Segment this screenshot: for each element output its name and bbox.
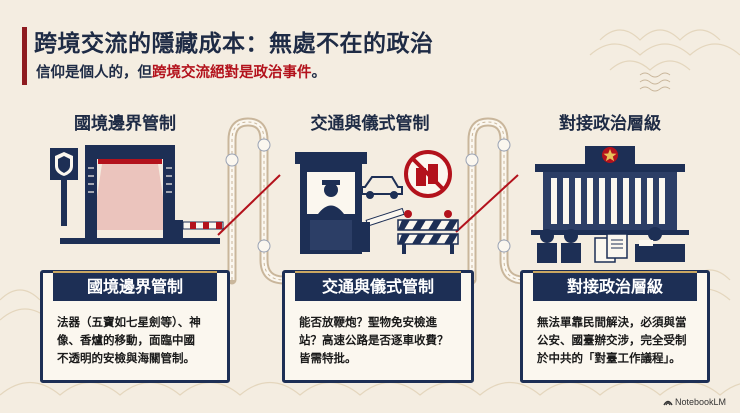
notebooklm-logo-icon (663, 400, 673, 406)
card-body-line: 皆需特批。 (299, 351, 357, 365)
card-body-line: 能否放鞭炮？聖物免安檢進 (299, 315, 437, 329)
page-title: 跨境交流的隱藏成本：無處不在的政治 (34, 30, 434, 57)
subtitle-highlight: 跨境交流絕對是政治事件 (152, 65, 312, 81)
officials-icon (537, 229, 581, 263)
card-title-transport: 交通與儀式管制 (295, 271, 461, 301)
card-body-line: 無法單靠民間解決，必須與當 (537, 315, 687, 329)
desk-official-icon (635, 227, 685, 262)
government-building-icon (531, 146, 689, 235)
card-border-control: 國境邊界管制 法器（五寶如七星劍等）、神 像、香爐的移動，面臨中國 不透明的安檢… (40, 270, 230, 383)
border-control-illustration (50, 145, 224, 244)
card-transport: 交通與儀式管制 能否放鞭炮？聖物免安檢進 站？高速公路是否逐車收費？ 皆需特批。 (282, 270, 474, 383)
transport-illustration (295, 150, 459, 254)
page-subtitle: 信仰是個人的，但跨境交流絕對是政治事件。 (36, 61, 326, 82)
card-title-border: 國境邊界管制 (53, 271, 217, 301)
security-shield-icon (50, 148, 78, 226)
brand-name: NotebookLM (674, 397, 726, 407)
card-body-transport: 能否放鞭炮？聖物免安檢進 站？高速公路是否逐車收費？ 皆需特批。 (299, 313, 461, 367)
road-barricade-icon (397, 210, 459, 254)
car-icon (361, 176, 403, 199)
column-heading-political: 對接政治層級 (559, 114, 661, 134)
card-body-border: 法器（五寶如七星劍等）、神 像、香爐的移動，面臨中國 不透明的安檢與海關管制。 (57, 313, 217, 367)
card-body-line: 於中共的「對臺工作議程」。 (537, 351, 681, 365)
government-illustration (531, 146, 689, 263)
no-firecracker-icon (404, 150, 452, 198)
documents-icon (594, 233, 628, 263)
card-body-line: 不透明的安檢與海關管制。 (57, 351, 195, 365)
column-heading-border: 國境邊界管制 (74, 114, 176, 134)
gate-barrier-icon (175, 220, 224, 240)
card-body-line: 像、香爐的移動，面臨中國 (57, 333, 195, 347)
title-accent-bar (22, 27, 27, 85)
subtitle-suffix: 。 (311, 65, 327, 81)
brand-watermark: NotebookLM (663, 397, 726, 407)
column-heading-transport: 交通與儀式管制 (310, 114, 430, 134)
card-political: 對接政治層級 無法單靠民間解決，必須與當 公安、國臺辦交涉，完全受制 於中共的「… (520, 270, 710, 383)
card-body-political: 無法單靠民間解決，必須與當 公安、國臺辦交涉，完全受制 於中共的「對臺工作議程」… (537, 313, 697, 367)
card-body-line: 法器（五寶如七星劍等）、神 (57, 315, 201, 329)
subtitle-prefix: 信仰是個人的，但 (36, 65, 152, 81)
card-title-political: 對接政治層級 (533, 271, 697, 301)
boom-barrier-icon (362, 207, 405, 252)
card-body-line: 站？高速公路是否逐車收費？ (299, 333, 449, 347)
guard-booth-icon (295, 152, 367, 254)
security-scanner-icon (85, 145, 175, 239)
card-body-line: 公安、國臺辦交涉，完全受制 (537, 333, 687, 347)
